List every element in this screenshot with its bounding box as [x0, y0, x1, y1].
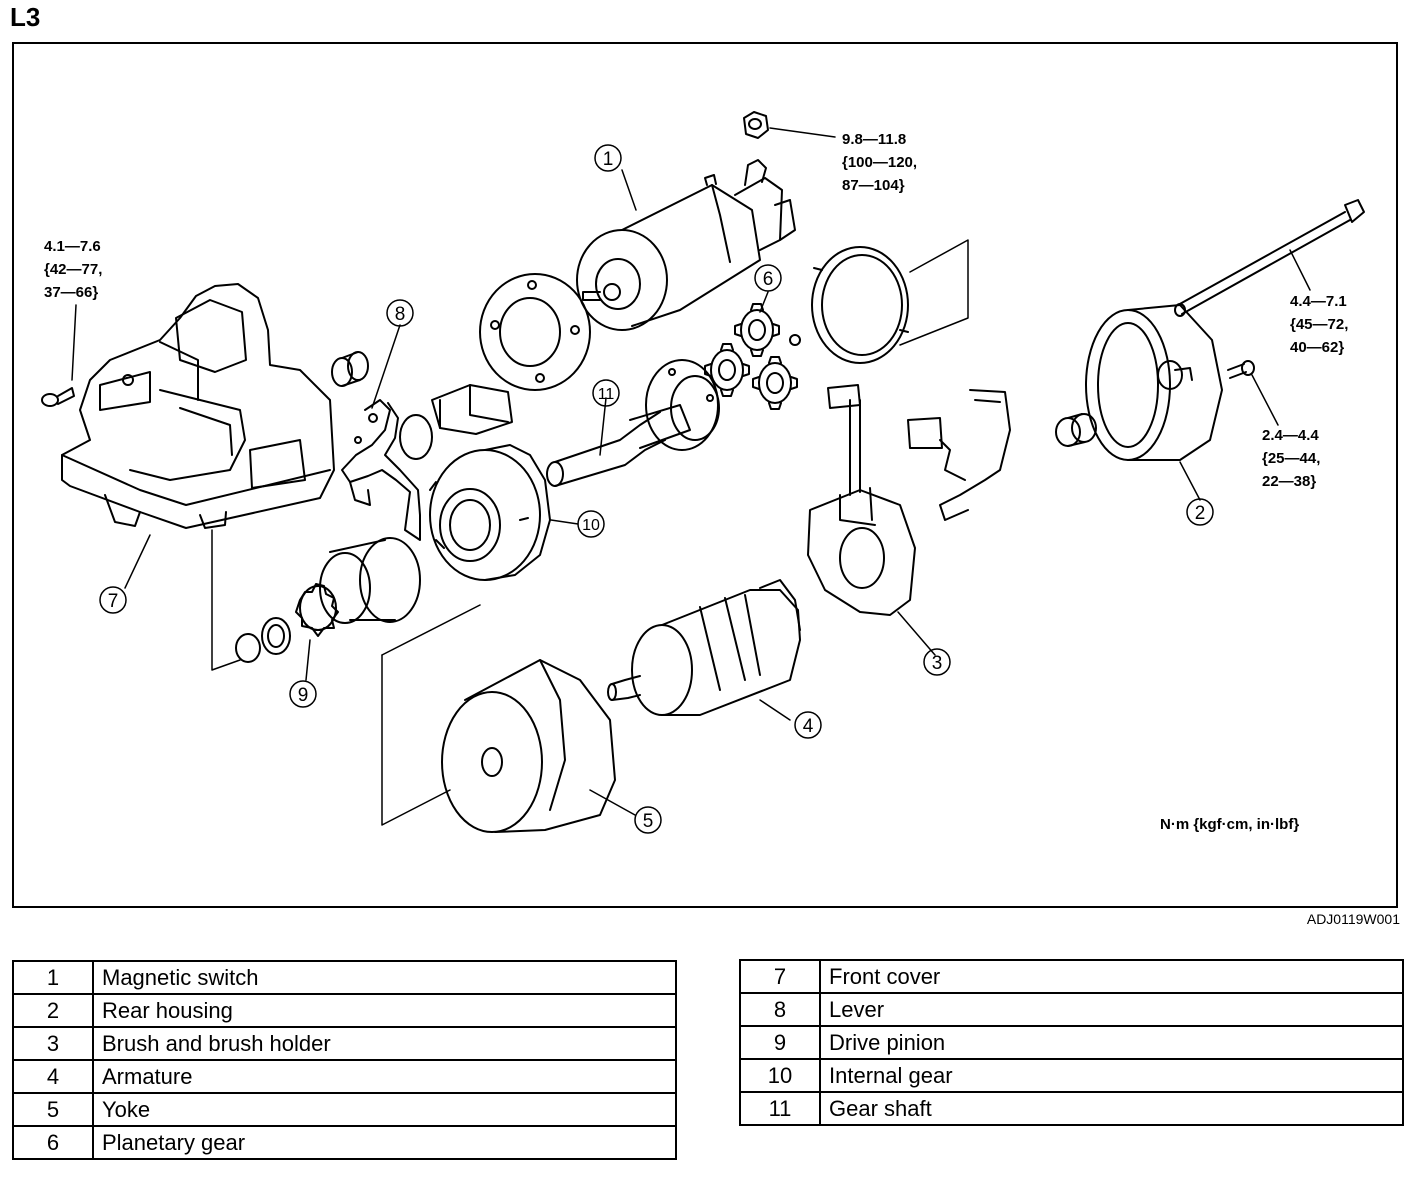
callout-markers	[99, 144, 1214, 834]
legend-part-name: Armature	[92, 1059, 677, 1094]
callout-9: 9	[298, 685, 309, 706]
legend-number: 9	[739, 1025, 821, 1060]
callout-10: 10	[582, 517, 600, 534]
legend-number: 8	[739, 992, 821, 1027]
small-disc-part	[399, 414, 433, 460]
bushing-part	[331, 351, 369, 387]
torque-spec-front-cover-bolt: 4.1—7.6 {42—77, 37—66}	[44, 238, 103, 301]
drive-pinion-part	[235, 537, 421, 681]
callout-8: 8	[395, 304, 406, 325]
legend-part-name: Magnetic switch	[92, 960, 677, 995]
legend-number: 2	[12, 993, 94, 1028]
torque-spec-terminal-nut: 9.8—11.8 {100—120, 87—104}	[842, 131, 918, 194]
callout-5: 5	[643, 811, 654, 832]
engine-code-label: L3	[10, 2, 41, 32]
legend-number: 7	[739, 959, 821, 994]
legend-number: 4	[12, 1059, 94, 1094]
assembly-guide-lines	[211, 529, 481, 826]
switch-plate-part	[479, 273, 591, 391]
through-bolt-part	[1174, 199, 1365, 317]
legend-number: 3	[12, 1026, 94, 1061]
legend-part-name: Gear shaft	[819, 1091, 1404, 1126]
plunger-part	[431, 384, 513, 435]
units-note: N·m {kgf·cm, in·lbf}	[1160, 816, 1300, 833]
figure-code: ADJ0119W001	[1306, 911, 1400, 927]
torque-spec-through-bolt: 4.4—7.1 {45—72, 40—62}	[1290, 293, 1349, 356]
rear-housing-part	[1055, 304, 1223, 501]
legend-part-name: Planetary gear	[92, 1125, 677, 1160]
internal-gear-part	[429, 444, 579, 581]
legend-number: 5	[12, 1092, 94, 1127]
magnetic-switch-part	[576, 159, 796, 331]
legend-part-name: Lever	[819, 992, 1404, 1027]
front-cover-part	[61, 283, 335, 529]
legend-number: 11	[739, 1091, 821, 1126]
legend-part-name: Front cover	[819, 959, 1404, 994]
legend-part-name: Drive pinion	[819, 1025, 1404, 1060]
gear-shaft-part	[546, 359, 720, 487]
legend-part-name: Rear housing	[92, 993, 677, 1028]
callout-6: 6	[763, 269, 774, 290]
rear-screw-part	[1227, 360, 1279, 426]
legend-number: 1	[12, 960, 94, 995]
brush-holder-part	[807, 384, 936, 656]
armature-part	[607, 579, 801, 721]
legend-number: 6	[12, 1125, 94, 1160]
torque-spec-rear-screw: 2.4—4.4 {25—44, 22—38}	[1262, 427, 1321, 490]
terminal-nut	[743, 111, 836, 139]
callout-2: 2	[1195, 503, 1206, 524]
callout-3: 3	[932, 653, 943, 674]
callout-leaders	[124, 169, 769, 589]
legend-part-name: Yoke	[92, 1092, 677, 1127]
legend-part-name: Brush and brush holder	[92, 1026, 677, 1061]
diagram-frame	[12, 42, 1398, 908]
callout-11: 11	[598, 386, 615, 403]
yoke-part	[441, 659, 636, 833]
callout-7: 7	[108, 591, 119, 612]
callout-1: 1	[603, 149, 614, 170]
legend-number: 10	[739, 1058, 821, 1093]
starter-exploded-diagram: 1 2 3 4 5 6 7 8 9 10 11	[41, 111, 1365, 834]
callout-4: 4	[803, 716, 814, 737]
seal-ring-part	[811, 239, 969, 364]
legend-part-name: Internal gear	[819, 1058, 1404, 1093]
brush-leads-part	[907, 389, 1011, 521]
front-cover-bolt	[41, 304, 77, 407]
lever-part	[341, 399, 421, 541]
planetary-gears-part	[704, 303, 801, 410]
